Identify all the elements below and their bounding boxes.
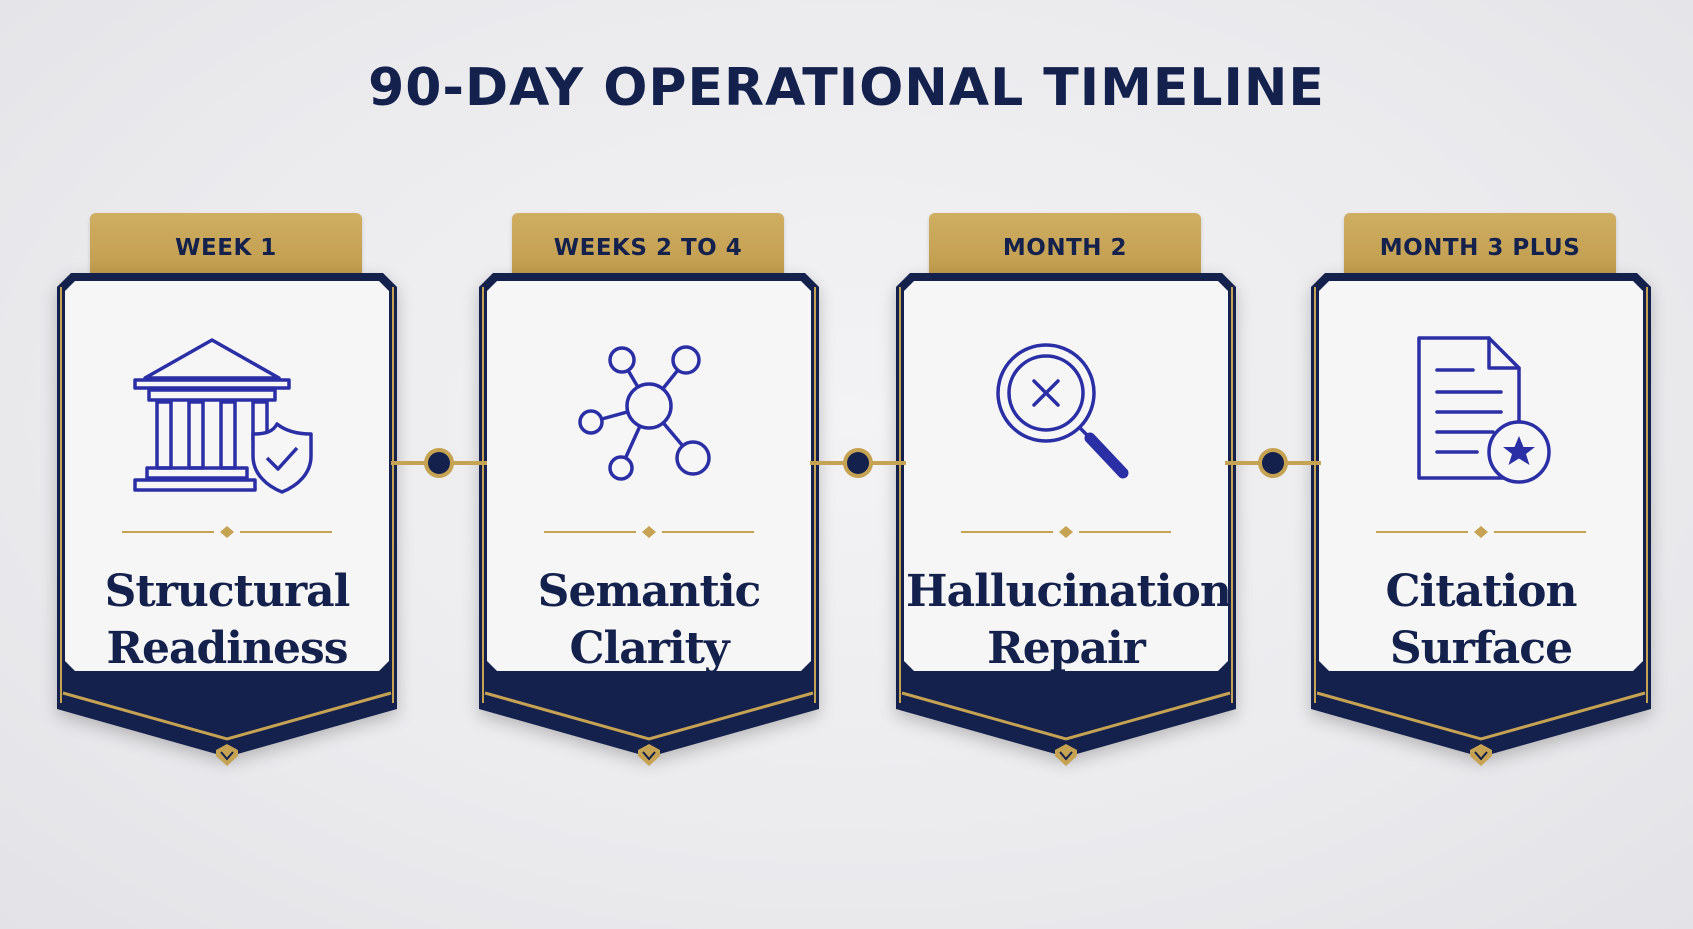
timeline-card-week-1: WEEK 1 Structural Rea [57, 213, 397, 800]
timeline-card-month-3-plus: MONTH 3 PLUS Citation Surface [1311, 213, 1651, 800]
crest-badge-icon [1055, 744, 1077, 766]
document-star-icon [1417, 336, 1551, 484]
card-title: Structural Readiness [104, 566, 351, 674]
period-label: MONTH 3 PLUS [1379, 235, 1581, 261]
timeline-card-weeks-2-4: WEEKS 2 TO 4 Semantic [479, 213, 819, 800]
timeline-card-month-2: MONTH 2 Hallucination Repair [896, 213, 1236, 800]
timeline-connector [1225, 448, 1321, 478]
card-title: Hallucination Repair [906, 566, 1232, 674]
crest-badge-icon [216, 744, 238, 766]
network-nodes-icon [578, 345, 711, 481]
crest-badge-icon [1470, 744, 1492, 766]
period-tab: WEEKS 2 TO 4 [512, 213, 784, 281]
ornament-divider [961, 526, 1171, 538]
magnifier-x-icon [996, 343, 1129, 479]
card-title: Citation Surface [1385, 566, 1578, 674]
crest-badge-icon [638, 744, 660, 766]
period-label: WEEKS 2 TO 4 [553, 235, 743, 261]
period-tab: WEEK 1 [90, 213, 362, 281]
period-tab: MONTH 3 PLUS [1344, 213, 1616, 281]
card-frame [896, 273, 1236, 800]
period-label: WEEK 1 [175, 235, 277, 261]
page-title: 90-DAY OPERATIONAL TIMELINE [368, 58, 1325, 118]
timeline-connector [391, 448, 487, 478]
card-title: Semantic Clarity [537, 566, 762, 674]
card-frame [479, 273, 819, 800]
card-frame [1311, 273, 1651, 800]
period-tab: MONTH 2 [929, 213, 1201, 281]
ornament-divider [1376, 526, 1586, 538]
period-label: MONTH 2 [1002, 235, 1128, 261]
ornament-divider [122, 526, 332, 538]
bank-shield-icon [133, 338, 313, 494]
ornament-divider [544, 526, 754, 538]
timeline-connector [810, 448, 906, 478]
